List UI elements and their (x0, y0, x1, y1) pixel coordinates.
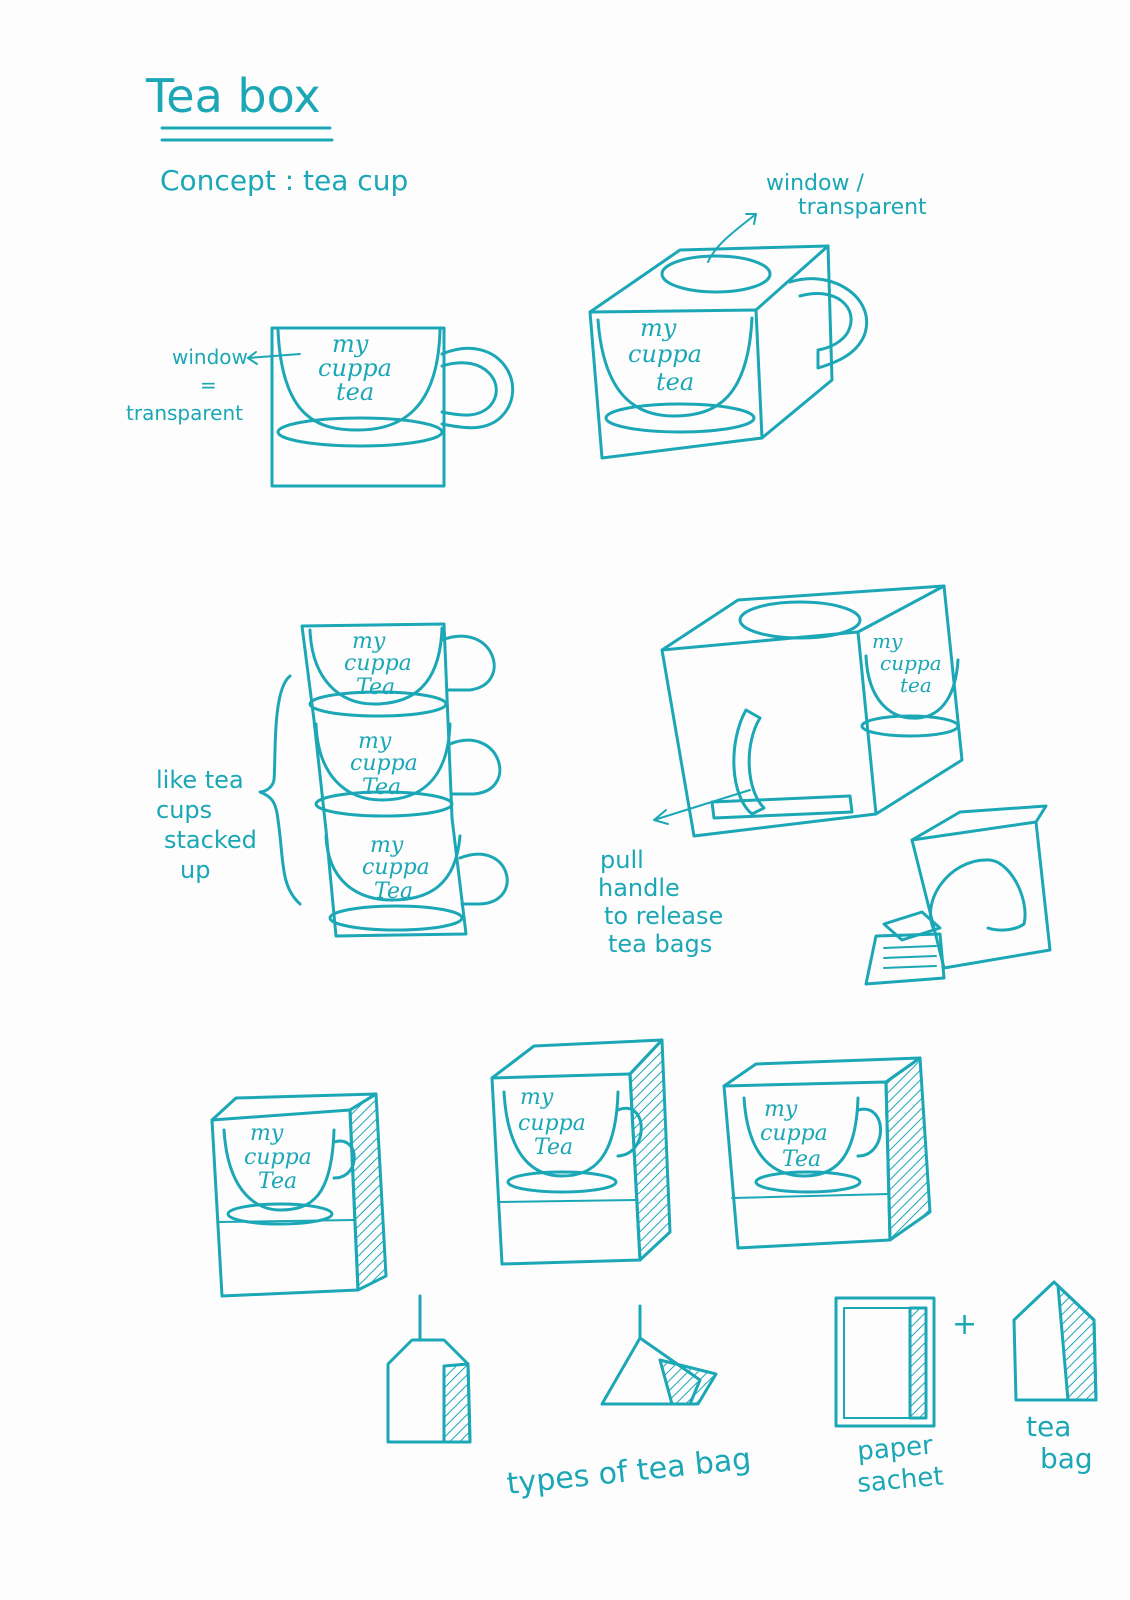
brand-line: tea (900, 673, 932, 697)
sketch-paper-sachet (834, 1296, 936, 1428)
svg-text:pull: pull (600, 846, 644, 874)
svg-text:transparent: transparent (126, 401, 243, 425)
brand-line: Tea (356, 675, 395, 700)
brand-line: cuppa (760, 1121, 828, 1146)
svg-text:bag: bag (1040, 1442, 1093, 1475)
svg-text:tea: tea (1026, 1410, 1071, 1443)
brand-line: my (764, 1097, 798, 1122)
brand-line: cuppa (518, 1111, 586, 1136)
sketch-front-box: my cuppa tea (270, 326, 515, 488)
brand-line: cuppa (880, 651, 942, 675)
note-pull-handle: pull handle to release tea bags (598, 846, 723, 958)
brand-line: cuppa (344, 651, 412, 676)
brand-line: cuppa (244, 1145, 312, 1170)
brand-line: cuppa (362, 855, 430, 880)
svg-text:window: window (172, 345, 248, 369)
brand-line: cuppa (350, 751, 418, 776)
sketch-box-b: my cuppa Tea (490, 1038, 672, 1266)
brand-line: cuppa (628, 340, 702, 368)
note-paper-sachet: paper sachet (856, 1430, 945, 1499)
svg-text:cups: cups (156, 796, 212, 824)
note-types-of-tea-bag: types of tea bag (505, 1442, 753, 1502)
brand-line: Tea (362, 775, 401, 800)
svg-text:handle: handle (598, 874, 680, 902)
svg-text:like tea: like tea (156, 766, 244, 794)
brand-line: cuppa (318, 354, 392, 382)
svg-text:tea bags: tea bags (608, 930, 712, 958)
brand-line: Tea (374, 879, 413, 904)
sketch-dispenser-box: my cuppa tea (653, 584, 964, 838)
brand-line: my (520, 1085, 554, 1110)
brand-line: my (358, 729, 392, 754)
svg-text:window /: window / (766, 171, 864, 196)
svg-text:sachet: sachet (856, 1462, 945, 1499)
brand-line: my (332, 330, 369, 358)
brand-line: my (352, 629, 386, 654)
svg-text:stacked: stacked (164, 826, 257, 854)
sketch-teabag-house (1012, 1280, 1098, 1402)
brand-line: my (370, 833, 404, 858)
sketch-teabag-pyramid (600, 1304, 718, 1406)
note-stacked: like tea cups stacked up (156, 674, 302, 906)
sketch-box-c: my cuppa Tea (722, 1056, 932, 1250)
brand-line: tea (336, 378, 374, 406)
svg-text:paper: paper (856, 1430, 934, 1467)
brand-line: Tea (534, 1135, 573, 1160)
note-window-left: window = transparent (126, 345, 301, 425)
sketch-box-a: my cuppa Tea (210, 1092, 388, 1298)
sketch-stacked-cups: my cuppa Tea my cuppa Tea my cuppa Tea (300, 622, 509, 938)
sketch-perspective-box: my cuppa tea (588, 244, 868, 460)
brand-line: my (640, 314, 677, 342)
brand-line: my (250, 1121, 284, 1146)
plus-sign: + (952, 1307, 977, 1342)
note-tea-bag: tea bag (1026, 1410, 1093, 1475)
svg-text:transparent: transparent (798, 195, 927, 220)
brand-line: Tea (258, 1169, 297, 1194)
brand-line: tea (656, 368, 694, 396)
brand-line: Tea (782, 1147, 821, 1172)
svg-text:=: = (200, 373, 217, 397)
sketch-teabag-rect (386, 1294, 472, 1444)
concept-label: Concept : tea cup (160, 164, 408, 197)
page-title: Tea box (145, 69, 321, 123)
svg-text:up: up (180, 856, 210, 884)
sketch-small-dispenser (864, 804, 1052, 986)
note-window-top: window / transparent (707, 171, 927, 263)
brand-line: my (872, 629, 903, 653)
svg-text:to release: to release (604, 902, 723, 930)
